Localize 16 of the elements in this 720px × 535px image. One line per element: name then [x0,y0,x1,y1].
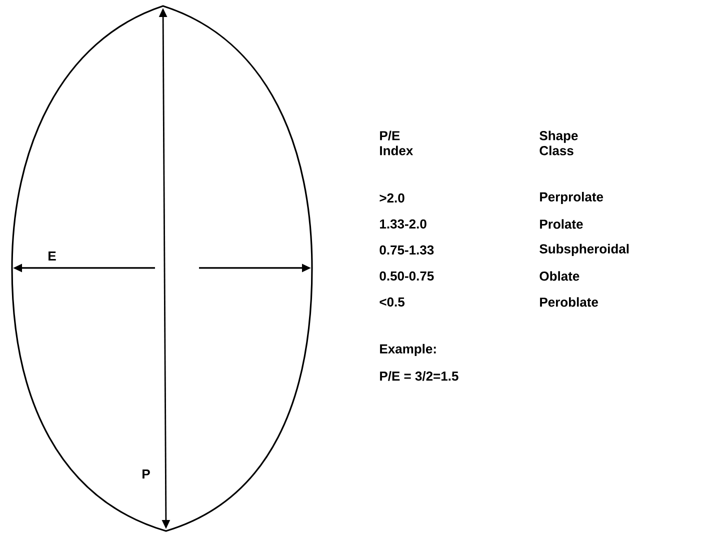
table-cell: Subspheroidal [540,244,629,256]
table-cell: 0.50-0.75 [380,271,434,281]
table-cell: >2.0 [380,193,404,203]
table-cell: 1.33-2.0 [380,219,426,229]
table-cell: Prolate [540,219,583,229]
axis-label: P [142,470,150,478]
column-heading: P/E Index [380,130,414,156]
table-cell: <0.5 [380,297,404,307]
table-cell: Perprolate [540,192,604,204]
example-formula: P/E = 3/2=1.5 [380,371,458,381]
axis-label: E [48,252,56,260]
column-heading: Shape Class [540,130,578,156]
table-cell: Oblate [540,271,580,281]
table-cell: 0.75-1.33 [380,245,434,255]
example-heading: Example: [380,344,436,356]
table-cell: Peroblate [540,297,598,307]
